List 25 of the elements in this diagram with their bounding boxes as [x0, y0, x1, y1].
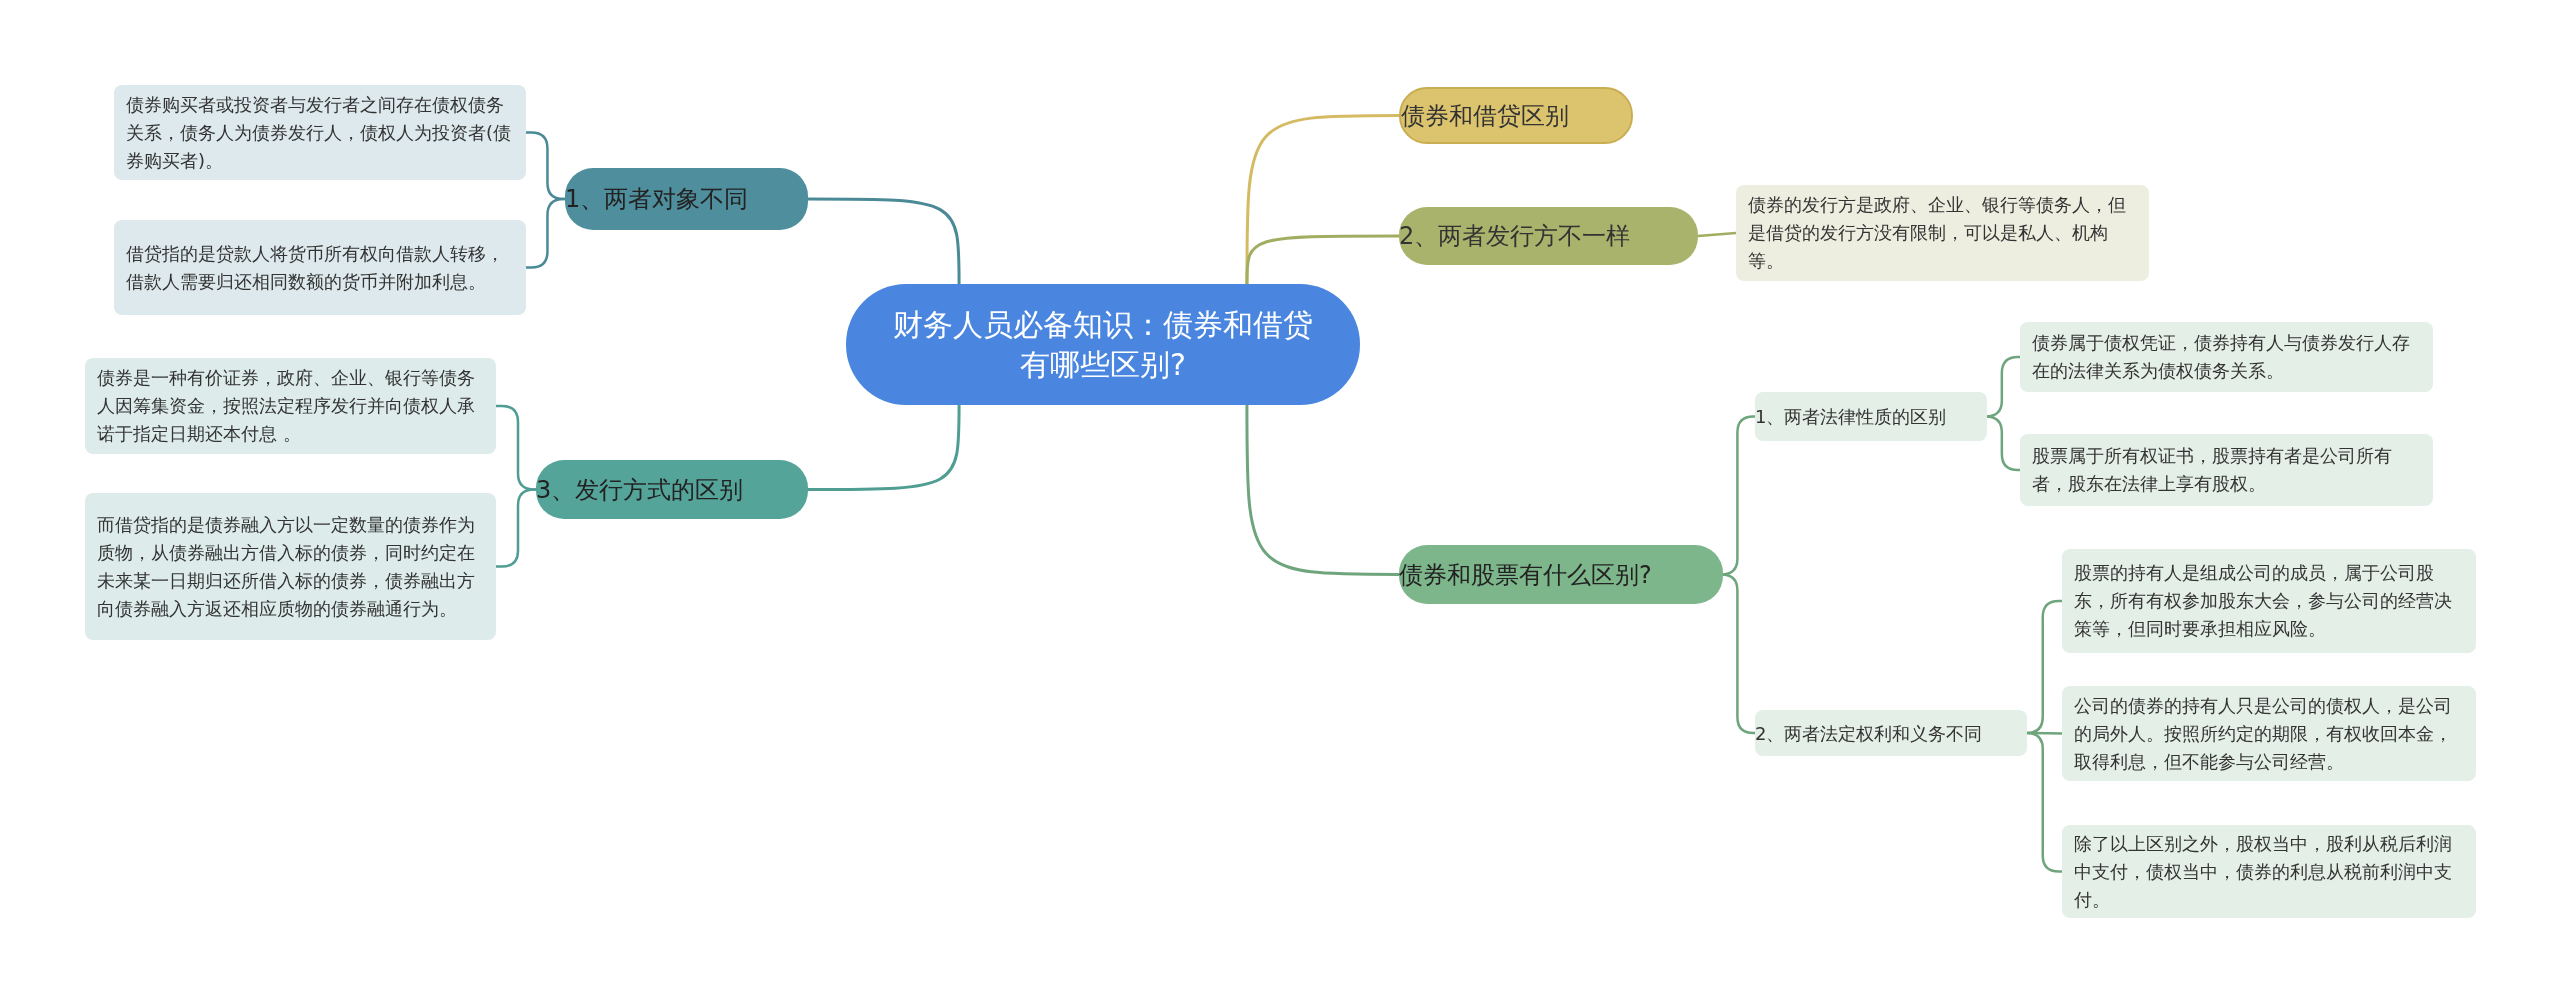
- subtopic-box: 2、两者法定权利和义务不同: [1755, 710, 2027, 756]
- note-box: 债券是一种有价证券，政府、企业、银行等债务人因筹集资金，按照法定程序发行并向债权人承诺于指定日期还本付息 。: [85, 358, 496, 454]
- connector-line: [808, 197, 961, 284]
- connector-line: [526, 197, 566, 269]
- connector-line: [1245, 405, 1399, 576]
- note-box: 除了以上区别之外，股权当中，股利从税后利润中支付，债权当中，债券的利息从税前利润中支付。: [2062, 825, 2476, 918]
- central-topic: 财务人员必备知识：债券和借贷有哪些区别?: [846, 284, 1360, 405]
- connector-line: [808, 405, 961, 491]
- connector-line: [1245, 234, 1399, 284]
- topic-box: 债券和股票有什么区别?: [1399, 545, 1723, 604]
- connector-line: [1697, 231, 1737, 238]
- note-box: 股票属于所有权证书，股票持有者是公司所有者，股东在法律上享有股权。: [2020, 434, 2433, 506]
- note-box: 公司的债券的持有人只是公司的债权人，是公司的局外人。按照所约定的期限，有权收回本金，取得利息，但不能参与公司经营。: [2062, 686, 2476, 781]
- note-box: 借贷指的是贷款人将货币所有权向借款人转移，借款人需要归还相同数额的货币并附加利息。: [114, 220, 526, 315]
- topic-box: 1、两者对象不同: [565, 168, 808, 230]
- note-box: 债券的发行方是政府、企业、银行等债务人，但是借贷的发行方没有限制，可以是私人、机构等。: [1736, 185, 2149, 281]
- note-box: 债券购买者或投资者与发行者之间存在债权债务关系，债务人为债券发行人，债权人为投资者(债券购买者)。: [114, 85, 526, 180]
- topic-box: 债券和借贷区别: [1399, 87, 1633, 144]
- connector-line: [2025, 731, 2062, 873]
- topic-box: 2、两者发行方不一样: [1399, 207, 1698, 265]
- note-box: 股票的持有人是组成公司的成员，属于公司股东，所有有权参加股东大会，参与公司的经营决策等，但同时要承担相应风险。: [2062, 549, 2476, 653]
- note-box: 而借贷指的是债券融入方以一定数量的债券作为质物，从债券融出方借入标的债券，同时约定在未来某一日期归还所借入标的债券，债券融出方向债券融入方返还相应质物的债券融通行为。: [85, 493, 496, 640]
- subtopic-box: 1、两者法律性质的区别: [1755, 392, 1987, 441]
- note-box: 债券属于债权凭证，债券持有人与债券发行人存在的法律关系为债权债务关系。: [2020, 322, 2433, 392]
- topic-box: 3、发行方式的区别: [536, 460, 808, 519]
